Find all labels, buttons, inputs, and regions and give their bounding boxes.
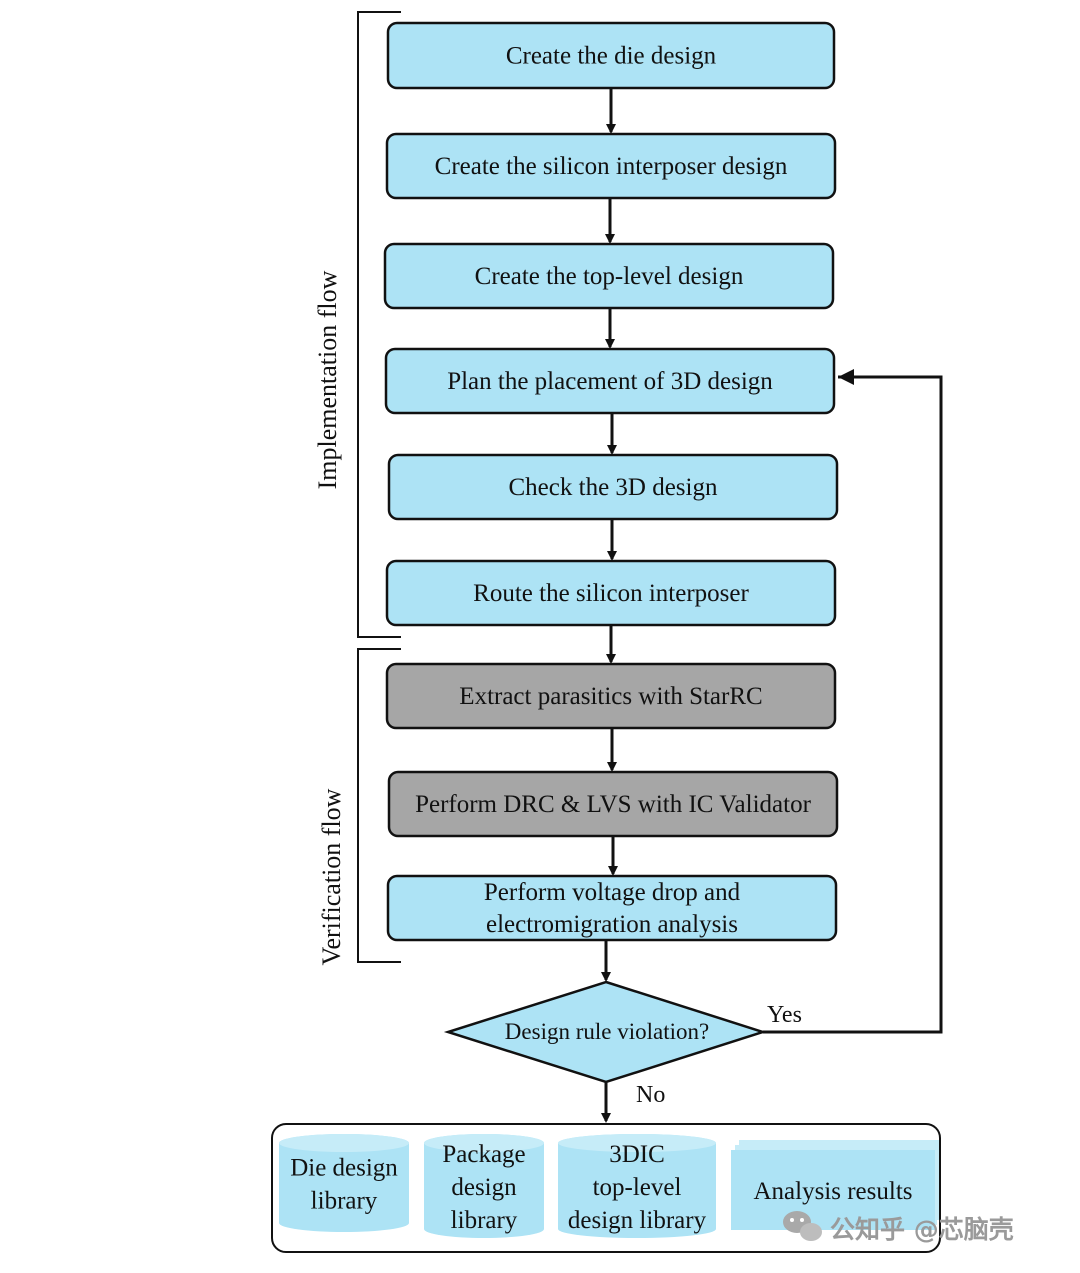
step-route-interposer: Route the silicon interposer <box>385 559 837 627</box>
step-label: electromigration analysis <box>486 911 738 938</box>
cylinder-top <box>424 1134 544 1152</box>
cylinder-top <box>558 1134 716 1152</box>
step-create-interposer: Create the silicon interposer design <box>385 132 837 200</box>
step-label: Create the die design <box>506 43 717 70</box>
implementation-bracket: Implementation flow <box>313 11 401 638</box>
step-create-top-level: Create the top-level design <box>383 242 835 310</box>
verification-bracket-line <box>357 648 401 963</box>
output-die-design-library: Die design library <box>279 1134 409 1232</box>
output-label: library <box>311 1188 378 1215</box>
verification-bracket: Verification flow <box>317 648 401 965</box>
output-label: library <box>451 1207 518 1234</box>
implementation-bracket-line <box>357 11 401 638</box>
verification-flow-label: Verification flow <box>317 788 346 965</box>
output-libraries: Die design library Package design library 3DI… <box>279 1134 939 1238</box>
output-package-design-library: Package design library <box>424 1134 544 1238</box>
step-box <box>384 347 836 415</box>
step-plan-placement: Plan the placement of 3D design <box>384 347 836 415</box>
wechat-icon <box>783 1211 822 1241</box>
step-label: Perform DRC & LVS with IC Validator <box>415 791 812 818</box>
step-connectors <box>601 88 618 982</box>
step-label: Plan the placement of 3D design <box>447 368 773 395</box>
implementation-flow-label: Implementation flow <box>313 270 342 489</box>
yes-feedback-arrow <box>763 369 943 1034</box>
output-label: Die design <box>290 1155 398 1182</box>
step-box <box>386 874 838 942</box>
output-label: 3DIC <box>609 1141 665 1168</box>
decision: Design rule violation? Yes No <box>443 980 802 1108</box>
output-analysis-results: Analysis results <box>731 1140 939 1230</box>
output-label: Package <box>442 1141 525 1168</box>
yes-label: Yes <box>767 1002 802 1028</box>
cylinder-body <box>279 1134 409 1232</box>
step-drc-lvs: Perform DRC & LVS with IC Validator <box>387 770 839 838</box>
watermark-text: 公知乎 @芯脑壳 <box>830 1215 1014 1244</box>
step-label: Perform voltage drop and <box>484 879 741 906</box>
step-label: Check the 3D design <box>509 474 718 501</box>
step-label: Extract parasitics with StarRC <box>459 683 762 710</box>
step-label: Create the top-level design <box>475 263 744 290</box>
output-label: Analysis results <box>753 1178 912 1205</box>
output-3dic-top-level-library: 3DIC top-level design library <box>558 1134 716 1238</box>
cylinder-body <box>424 1134 544 1238</box>
output-label: design <box>451 1174 517 1201</box>
step-check-3d: Check the 3D design <box>387 453 839 521</box>
step-voltage-drop: Perform voltage drop and electromigration… <box>386 874 838 942</box>
step-create-die: Create the die design <box>386 21 836 90</box>
step-extract-parasitics: Extract parasitics with StarRC <box>385 662 837 730</box>
decision-label: Design rule violation? <box>505 1019 709 1044</box>
output-label: top-level <box>593 1174 682 1201</box>
output-label: design library <box>568 1207 707 1234</box>
step-label: Route the silicon interposer <box>473 580 749 607</box>
cylinder-body <box>558 1134 716 1238</box>
no-label: No <box>636 1082 665 1108</box>
watermark: 公知乎 @芯脑壳 <box>783 1211 1014 1244</box>
document-sheet <box>731 1150 935 1230</box>
cylinder-top <box>279 1134 409 1152</box>
step-label: Create the silicon interposer design <box>435 153 788 180</box>
